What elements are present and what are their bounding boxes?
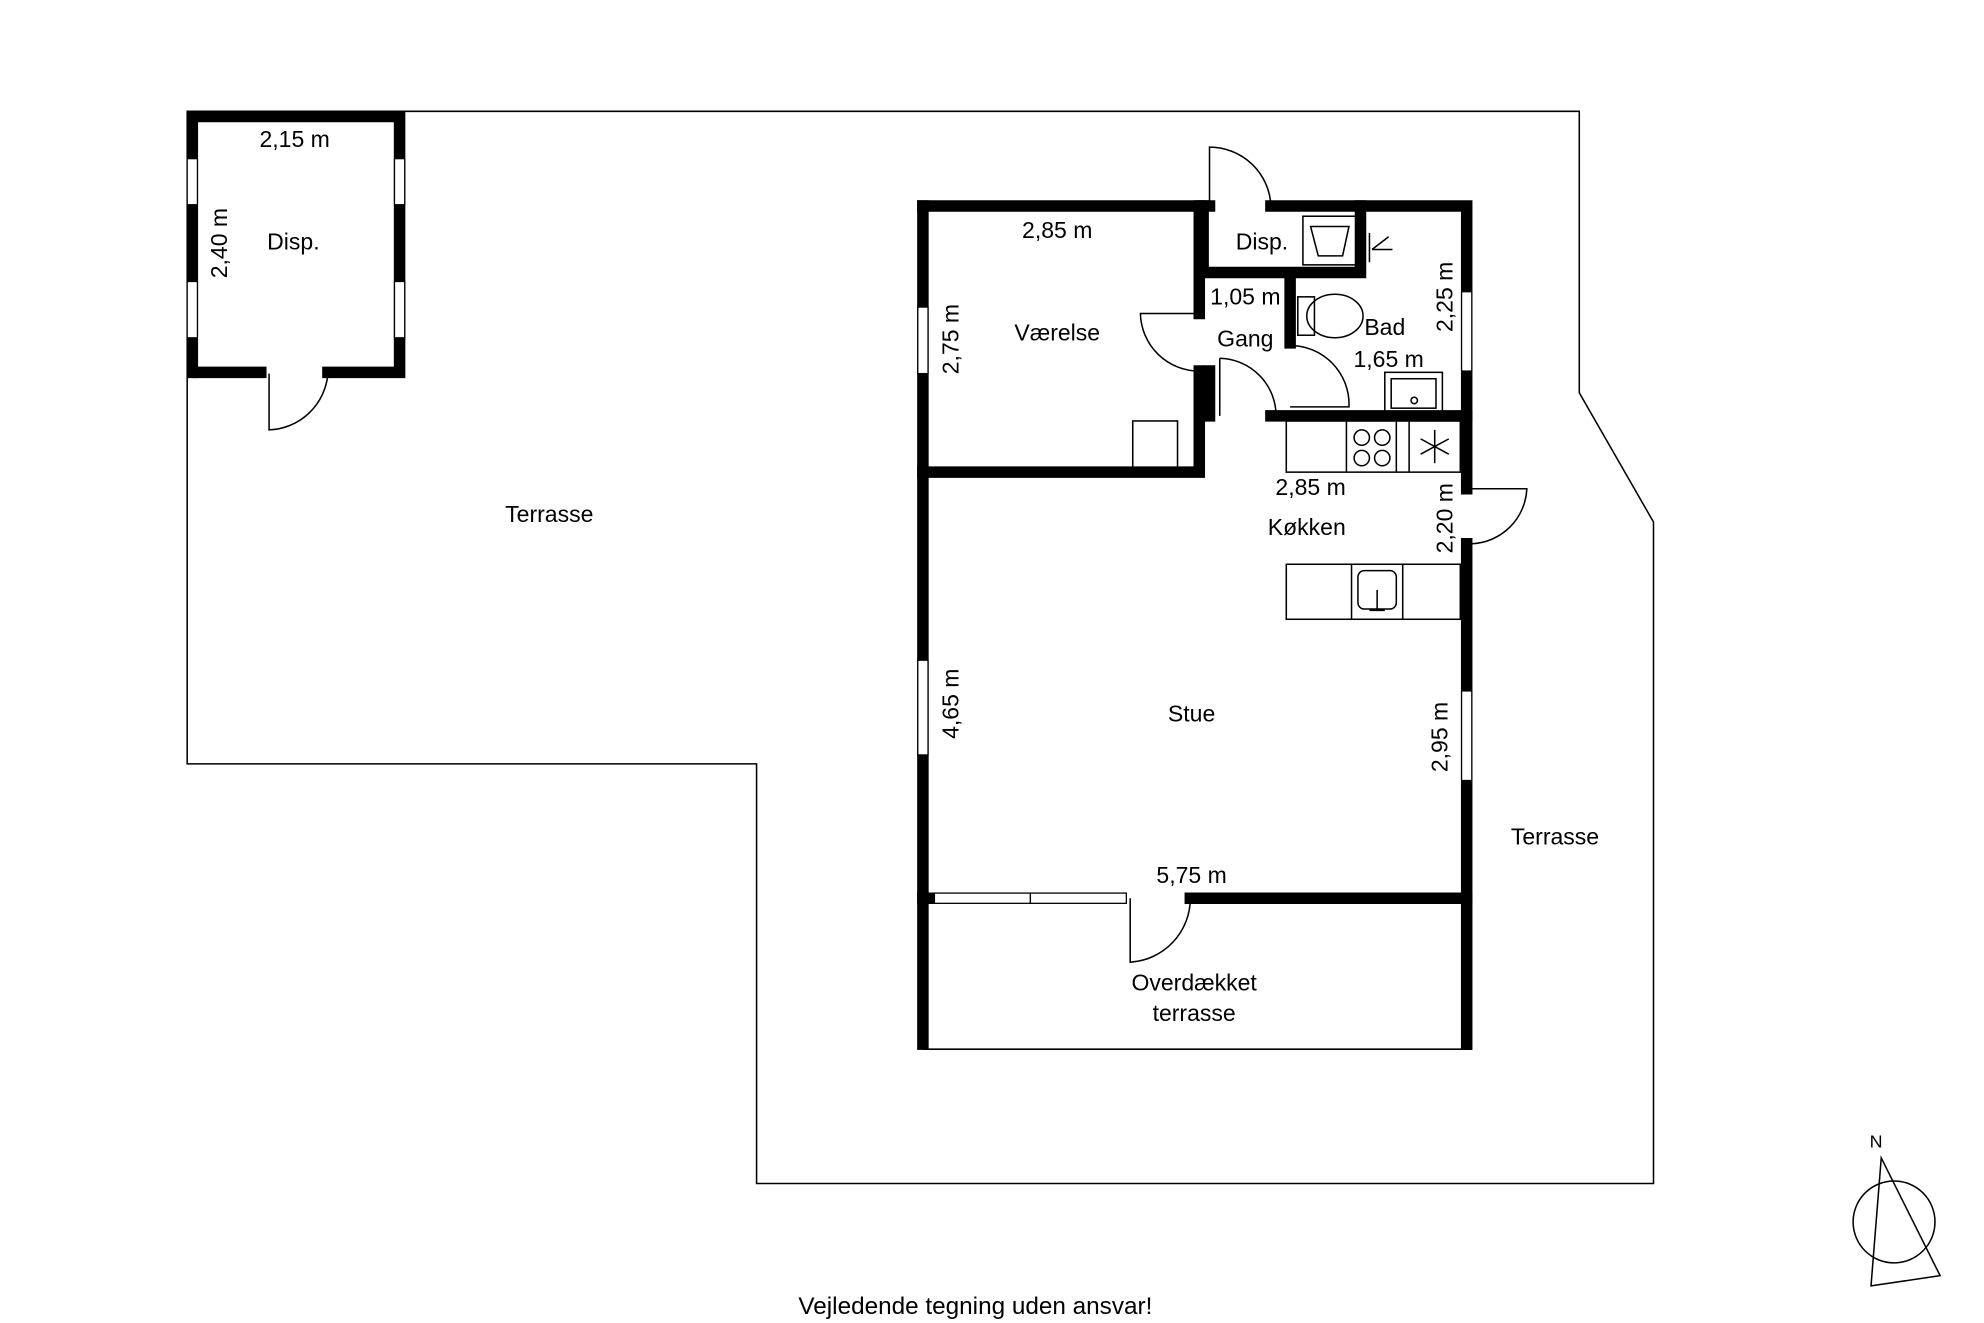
compass-north-label: N xyxy=(1870,1132,1883,1152)
covered-terrace-label-1: Overdækket xyxy=(1131,969,1257,995)
disclaimer: Vejledende tegning uden ansvar! xyxy=(798,1293,1152,1320)
compass-icon: N xyxy=(1852,1132,1942,1287)
stue-depth-right: 2,95 m xyxy=(1427,702,1453,772)
bad-depth: 2,25 m xyxy=(1432,262,1458,332)
covered-terrace-label-2: terrasse xyxy=(1153,1000,1236,1026)
kitchen-counter-bottom xyxy=(1285,563,1462,621)
sink-icon xyxy=(1357,569,1398,610)
gang-width: 1,05 m xyxy=(1210,284,1280,310)
stue-label: Stue xyxy=(1168,701,1215,727)
terrace-west-label: Terrasse xyxy=(505,501,593,527)
stue-width: 5,75 m xyxy=(1156,862,1226,888)
terrace-east-label: Terrasse xyxy=(1511,823,1599,849)
kokken-label: Køkken xyxy=(1268,514,1346,540)
gang-label: Gang xyxy=(1217,326,1273,352)
kitchen-counter-top xyxy=(1285,420,1462,473)
shed-label: Disp. xyxy=(267,229,319,255)
shower-head-icon xyxy=(1368,232,1393,263)
terrace-outline xyxy=(186,110,1655,1185)
kokken-width: 2,85 m xyxy=(1275,474,1345,500)
fixtures xyxy=(1285,215,1462,621)
vaerelse-label: Værelse xyxy=(1014,319,1100,345)
disp-label: Disp. xyxy=(1236,229,1288,255)
toilet-icon xyxy=(1305,293,1364,339)
vaerelse-width: 2,85 m xyxy=(1022,217,1092,243)
stue-depth-left: 4,65 m xyxy=(938,669,964,739)
vaerelse-depth: 2,75 m xyxy=(938,304,964,374)
shed xyxy=(186,110,406,431)
shed-depth: 2,40 m xyxy=(206,208,232,278)
shed-width: 2,15 m xyxy=(259,126,329,152)
bad-label: Bad xyxy=(1364,314,1405,340)
washing-machine-icon xyxy=(1302,215,1358,266)
house-walls xyxy=(917,146,1528,1050)
stove-icon xyxy=(1353,429,1391,467)
freezer-snowflake-icon xyxy=(1420,429,1450,464)
bad-width: 1,65 m xyxy=(1353,346,1423,372)
kokken-depth: 2,20 m xyxy=(1432,483,1458,553)
washbasin-icon xyxy=(1384,371,1444,417)
